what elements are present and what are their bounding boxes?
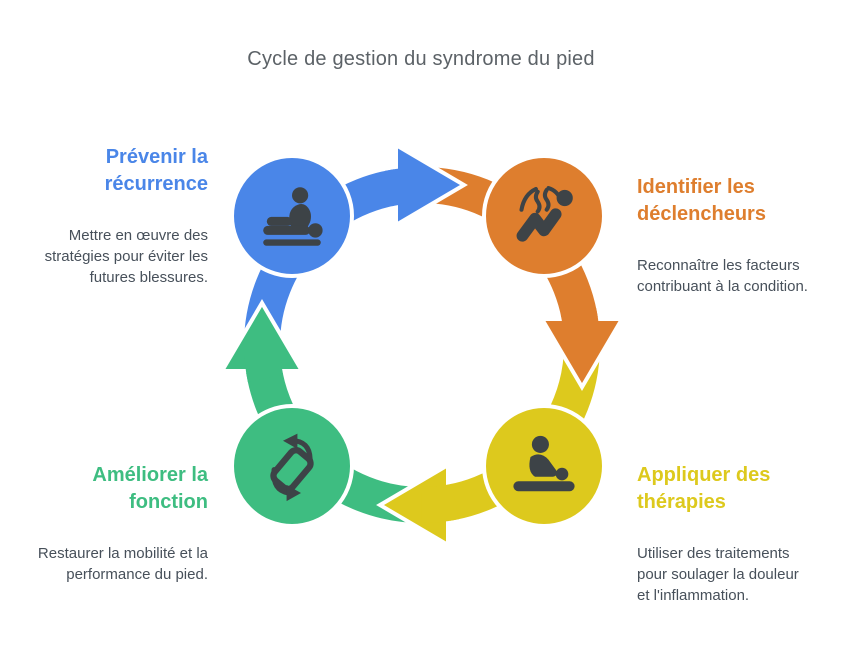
massage-table — [263, 239, 321, 246]
arc-green-cap — [243, 344, 284, 383]
pain-squiggle-right — [542, 187, 551, 212]
step-label-appliquer: Appliquer des thérapies Utiliser des tra… — [637, 444, 842, 624]
masseur-head — [531, 435, 549, 453]
rotation-arrow-top-head — [283, 433, 298, 449]
sore-muscle-strokes — [516, 186, 564, 242]
accent-arc-left — [519, 186, 538, 212]
step-description-ameliorer: Restaurer la mobilité et la performance … — [37, 545, 208, 583]
rotation-icon — [270, 433, 314, 502]
physiotherapy-icon-shapes — [263, 187, 323, 246]
step-description-prevenir: Mettre en œuvre des stratégies pour évit… — [44, 227, 208, 286]
masseur-body — [529, 454, 558, 477]
patient-knees — [266, 216, 292, 226]
step-description-identifier: Reconnaître les facteurs contribuant à l… — [637, 257, 808, 295]
pain-squiggle-left — [533, 189, 542, 214]
therapist-body — [289, 204, 312, 230]
arc-yellow-cap — [421, 483, 460, 524]
therapist-head — [292, 187, 309, 204]
rotation-icon-strokes — [270, 438, 314, 496]
accent-arc-right — [546, 186, 564, 203]
step-label-ameliorer: Améliorer la fonction Restaurer la mobil… — [8, 444, 208, 603]
physiotherapy-icon — [263, 187, 323, 246]
arc-blue-cap — [384, 166, 423, 207]
patient-hip — [555, 467, 569, 481]
arc-orange-cap — [560, 307, 601, 346]
node-appliquer-circle — [482, 404, 606, 528]
massage-therapy-icon — [513, 435, 575, 492]
step-label-prevenir: Prévenir la récurrence Mettre en œuvre d… — [8, 126, 208, 306]
step-description-appliquer: Utiliser des traitements pour soulager l… — [637, 545, 799, 604]
step-heading-ameliorer: Améliorer la fonction — [92, 464, 208, 513]
rotation-arrow-top-arc — [293, 438, 313, 467]
step-heading-appliquer: Appliquer des thérapies — [637, 464, 771, 513]
step-heading-identifier: Identifier les déclencheurs — [637, 176, 766, 225]
rotating-device — [270, 447, 314, 493]
patient-body — [263, 225, 310, 235]
rotation-arrow-bottom-head — [286, 484, 301, 502]
massage-mat — [513, 481, 575, 492]
step-heading-prevenir: Prévenir la récurrence — [104, 146, 208, 195]
massage-icon-shapes — [513, 435, 575, 492]
rotation-arrow-bottom-arc — [271, 467, 291, 496]
node-identifier-circle — [482, 154, 606, 278]
node-prevenir-circle — [230, 154, 354, 278]
sore-muscle-icon — [516, 186, 573, 242]
step-label-identifier: Identifier les déclencheurs Reconnaître … — [637, 156, 837, 315]
diagram-title: Cycle de gestion du syndrome du pied — [247, 48, 595, 70]
node-ameliorer-circle — [230, 404, 354, 528]
patient-head — [308, 223, 323, 238]
flexed-arm — [516, 208, 562, 242]
